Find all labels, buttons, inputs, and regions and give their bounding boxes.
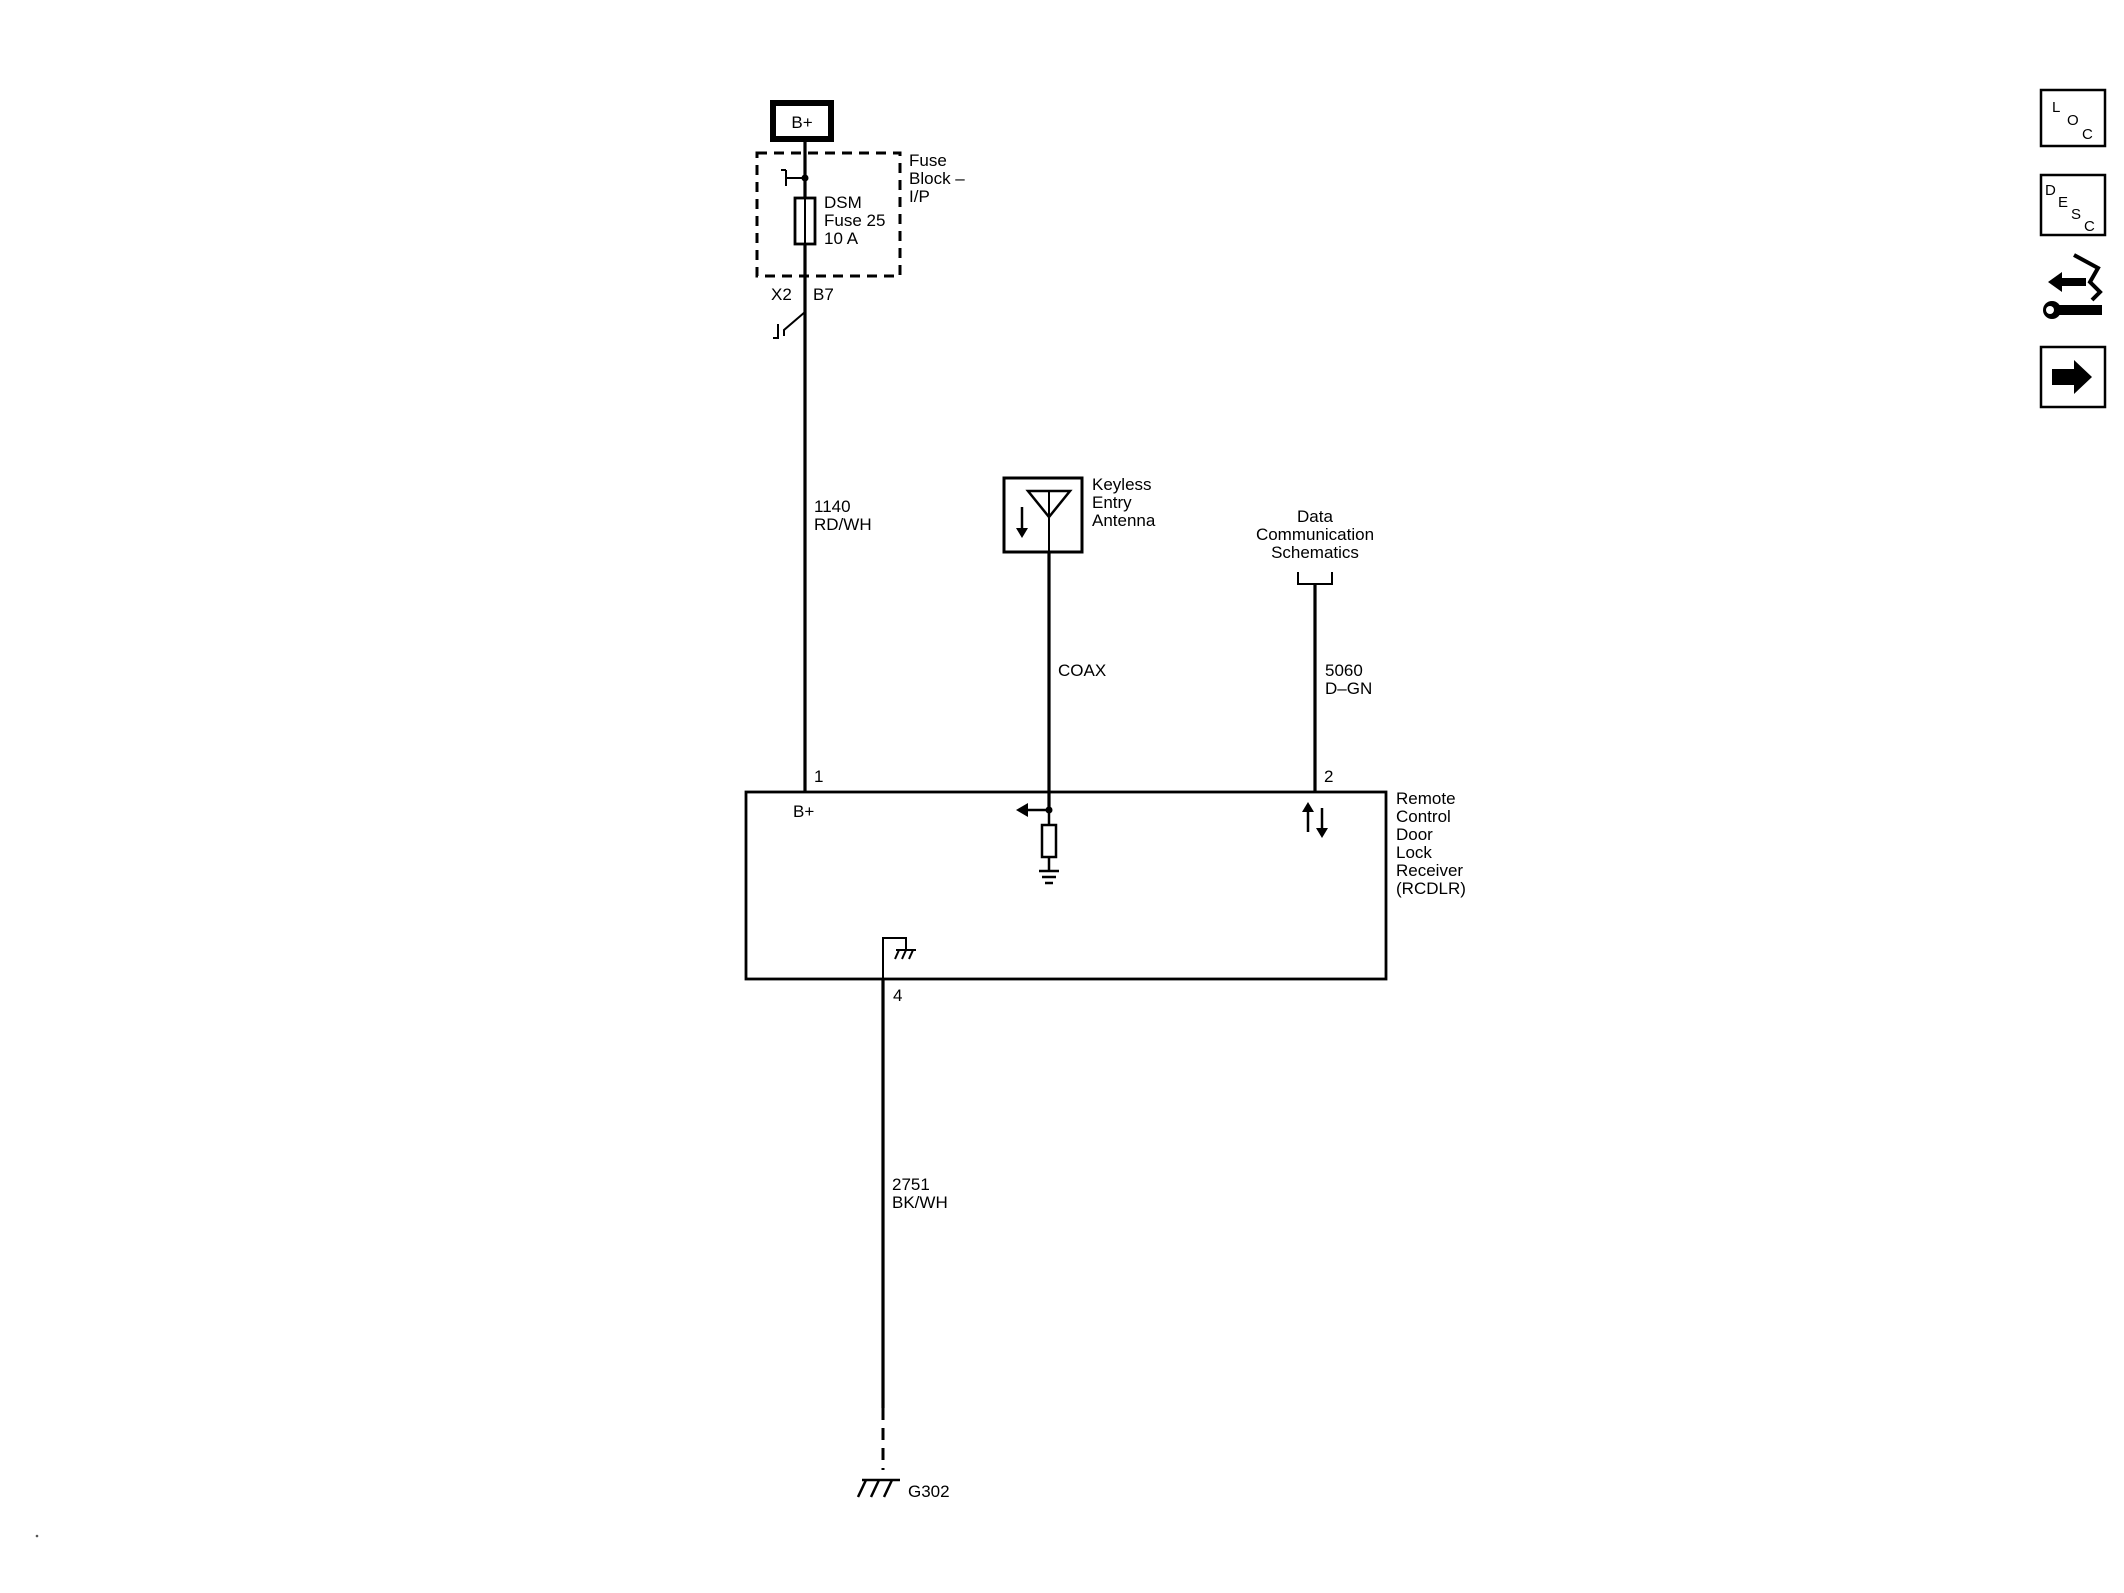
svg-text:I/P: I/P bbox=[909, 187, 930, 206]
svg-text:Remote: Remote bbox=[1396, 789, 1456, 808]
data-communication-label: Data Communication Schematics bbox=[1256, 507, 1374, 562]
fuse-label: DSM Fuse 25 10 A bbox=[824, 193, 885, 248]
svg-text:Receiver: Receiver bbox=[1396, 861, 1463, 880]
svg-text:2751: 2751 bbox=[892, 1175, 930, 1194]
fuse-symbol bbox=[793, 196, 817, 246]
svg-text:Block –: Block – bbox=[909, 169, 965, 188]
rcdlr-module-label: Remote Control Door Lock Receiver (RCDLR… bbox=[1396, 789, 1466, 898]
svg-text:Door: Door bbox=[1396, 825, 1433, 844]
internal-antenna-input-symbol bbox=[1016, 803, 1059, 885]
bidirectional-data-arrows-icon bbox=[1302, 802, 1328, 838]
svg-text:Control: Control bbox=[1396, 807, 1451, 826]
pin-2-label: 2 bbox=[1324, 767, 1333, 786]
next-arrow-icon[interactable] bbox=[2039, 345, 2107, 409]
svg-text:Fuse 25: Fuse 25 bbox=[824, 211, 885, 230]
fuse-block-outline bbox=[755, 151, 902, 278]
loc-icon[interactable]: L O C bbox=[2039, 88, 2107, 148]
battery-power-source: B+ bbox=[770, 100, 834, 142]
data-communication-connector bbox=[1297, 572, 1333, 585]
svg-text:L: L bbox=[2052, 99, 2060, 116]
coax-label: COAX bbox=[1058, 661, 1106, 680]
wire-5060-label: 5060 D–GN bbox=[1325, 661, 1372, 698]
pin-1-label: 1 bbox=[814, 767, 823, 786]
svg-text:C: C bbox=[2084, 218, 2095, 235]
svg-text:RD/WH: RD/WH bbox=[814, 515, 872, 534]
connector-wrench-icon[interactable] bbox=[2043, 253, 2103, 319]
svg-text:10 A: 10 A bbox=[824, 229, 859, 248]
svg-text:Lock: Lock bbox=[1396, 843, 1432, 862]
svg-text:Entry: Entry bbox=[1092, 493, 1132, 512]
svg-text:5060: 5060 bbox=[1325, 661, 1363, 680]
svg-text:C: C bbox=[2082, 126, 2093, 143]
wire-1140-label: 1140 RD/WH bbox=[814, 497, 872, 534]
svg-text:Data: Data bbox=[1297, 507, 1333, 526]
chassis-ground-symbol bbox=[856, 1478, 900, 1498]
svg-text:Antenna: Antenna bbox=[1092, 511, 1156, 530]
connector-label-x2: X2 bbox=[771, 285, 792, 304]
svg-text:Fuse: Fuse bbox=[909, 151, 947, 170]
svg-text:Communication: Communication bbox=[1256, 525, 1374, 544]
fuse-block-label: Fuse Block – I/P bbox=[909, 151, 965, 206]
rcdlr-module-box bbox=[744, 790, 1388, 981]
svg-text:1140: 1140 bbox=[814, 497, 851, 516]
page-mark bbox=[35, 1534, 39, 1538]
internal-ground-symbol bbox=[882, 937, 916, 979]
svg-text:Schematics: Schematics bbox=[1271, 543, 1359, 562]
ground-label-g302: G302 bbox=[908, 1482, 950, 1501]
desc-icon[interactable]: D E S C bbox=[2039, 173, 2107, 237]
svg-text:DSM: DSM bbox=[824, 193, 862, 212]
svg-text:D–GN: D–GN bbox=[1325, 679, 1372, 698]
connector-x2-symbol bbox=[773, 311, 806, 339]
svg-text:D: D bbox=[2045, 182, 2056, 199]
svg-text:B+: B+ bbox=[791, 113, 812, 132]
keyless-entry-antenna-symbol bbox=[1002, 476, 1084, 554]
svg-text:BK/WH: BK/WH bbox=[892, 1193, 948, 1212]
svg-text:S: S bbox=[2071, 206, 2081, 223]
keyless-entry-antenna-label: Keyless Entry Antenna bbox=[1092, 475, 1156, 530]
fuse-block-inline-connector bbox=[781, 169, 805, 186]
pin-4-label: 4 bbox=[893, 986, 902, 1005]
connector-pin-b7: B7 bbox=[813, 285, 834, 304]
svg-text:E: E bbox=[2058, 194, 2068, 211]
module-bplus-terminal-label: B+ bbox=[793, 802, 814, 821]
wire-2751-label: 2751 BK/WH bbox=[892, 1175, 948, 1212]
svg-text:(RCDLR): (RCDLR) bbox=[1396, 879, 1466, 898]
svg-text:Keyless: Keyless bbox=[1092, 475, 1152, 494]
svg-text:O: O bbox=[2067, 112, 2079, 129]
